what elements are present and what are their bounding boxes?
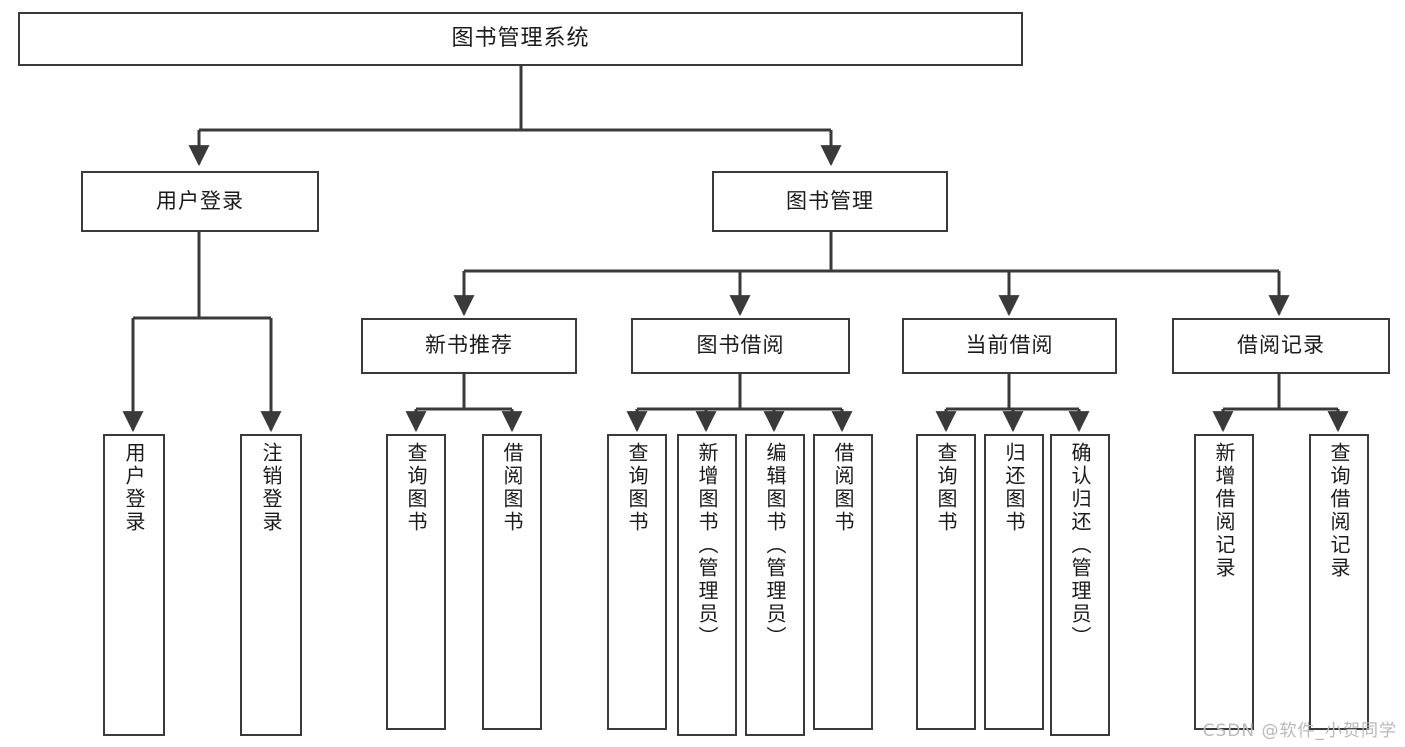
- leaf-return-book[interactable]: 归还图书: [984, 434, 1044, 730]
- leaf-borrow-book-borrow[interactable]: 借阅图书: [813, 434, 873, 730]
- node-book-borrow[interactable]: 图书借阅: [631, 318, 850, 374]
- leaf-add-borrow-record-label: 新增借阅记录: [1212, 442, 1236, 580]
- leaf-edit-book-admin-label: 编辑图书（管理员）: [763, 442, 787, 649]
- leaf-query-book-current-label: 查询图书: [934, 442, 958, 534]
- node-root[interactable]: 图书管理系统: [18, 12, 1023, 66]
- node-book-borrow-label: 图书借阅: [696, 333, 785, 358]
- node-new-book-recommend[interactable]: 新书推荐: [361, 318, 577, 374]
- leaf-borrow-book-recommend-label: 借阅图书: [500, 442, 524, 534]
- node-borrow-record[interactable]: 借阅记录: [1172, 318, 1390, 374]
- node-current-borrow-label: 当前借阅: [965, 333, 1054, 358]
- node-book-manage-label: 图书管理: [786, 188, 874, 213]
- leaf-edit-book-admin[interactable]: 编辑图书（管理员）: [745, 434, 805, 736]
- leaf-query-book-borrow[interactable]: 查询图书: [607, 434, 667, 730]
- node-current-borrow[interactable]: 当前借阅: [902, 318, 1117, 374]
- leaf-query-book-recommend[interactable]: 查询图书: [386, 434, 446, 730]
- leaf-query-borrow-record-label: 查询借阅记录: [1327, 442, 1351, 580]
- leaf-add-book-admin-label: 新增图书（管理员）: [695, 442, 719, 649]
- leaf-add-book-admin[interactable]: 新增图书（管理员）: [677, 434, 737, 736]
- leaf-confirm-return-admin[interactable]: 确认归还（管理员）: [1050, 434, 1110, 736]
- leaf-query-book-recommend-label: 查询图书: [404, 442, 428, 534]
- leaf-logout[interactable]: 注销登录: [240, 434, 302, 736]
- leaf-query-borrow-record[interactable]: 查询借阅记录: [1309, 434, 1369, 730]
- watermark: CSDN @软件_小贺同学: [1202, 721, 1397, 741]
- leaf-user-login[interactable]: 用户登录: [103, 434, 165, 736]
- node-new-book-recommend-label: 新书推荐: [425, 333, 513, 358]
- leaf-add-borrow-record[interactable]: 新增借阅记录: [1194, 434, 1254, 730]
- leaf-logout-label: 注销登录: [259, 442, 283, 534]
- leaf-return-book-label: 归还图书: [1002, 442, 1026, 534]
- node-borrow-record-label: 借阅记录: [1237, 333, 1325, 358]
- node-root-label: 图书管理系统: [451, 25, 590, 51]
- leaf-query-book-current[interactable]: 查询图书: [916, 434, 976, 730]
- leaf-borrow-book-recommend[interactable]: 借阅图书: [482, 434, 542, 730]
- node-user-login[interactable]: 用户登录: [81, 171, 319, 232]
- leaf-query-book-borrow-label: 查询图书: [625, 442, 649, 534]
- node-book-manage[interactable]: 图书管理: [712, 171, 948, 232]
- leaf-confirm-return-admin-label: 确认归还（管理员）: [1068, 442, 1092, 649]
- node-user-login-label: 用户登录: [156, 188, 244, 213]
- leaf-borrow-book-borrow-label: 借阅图书: [831, 442, 855, 534]
- leaf-user-login-label: 用户登录: [122, 442, 146, 534]
